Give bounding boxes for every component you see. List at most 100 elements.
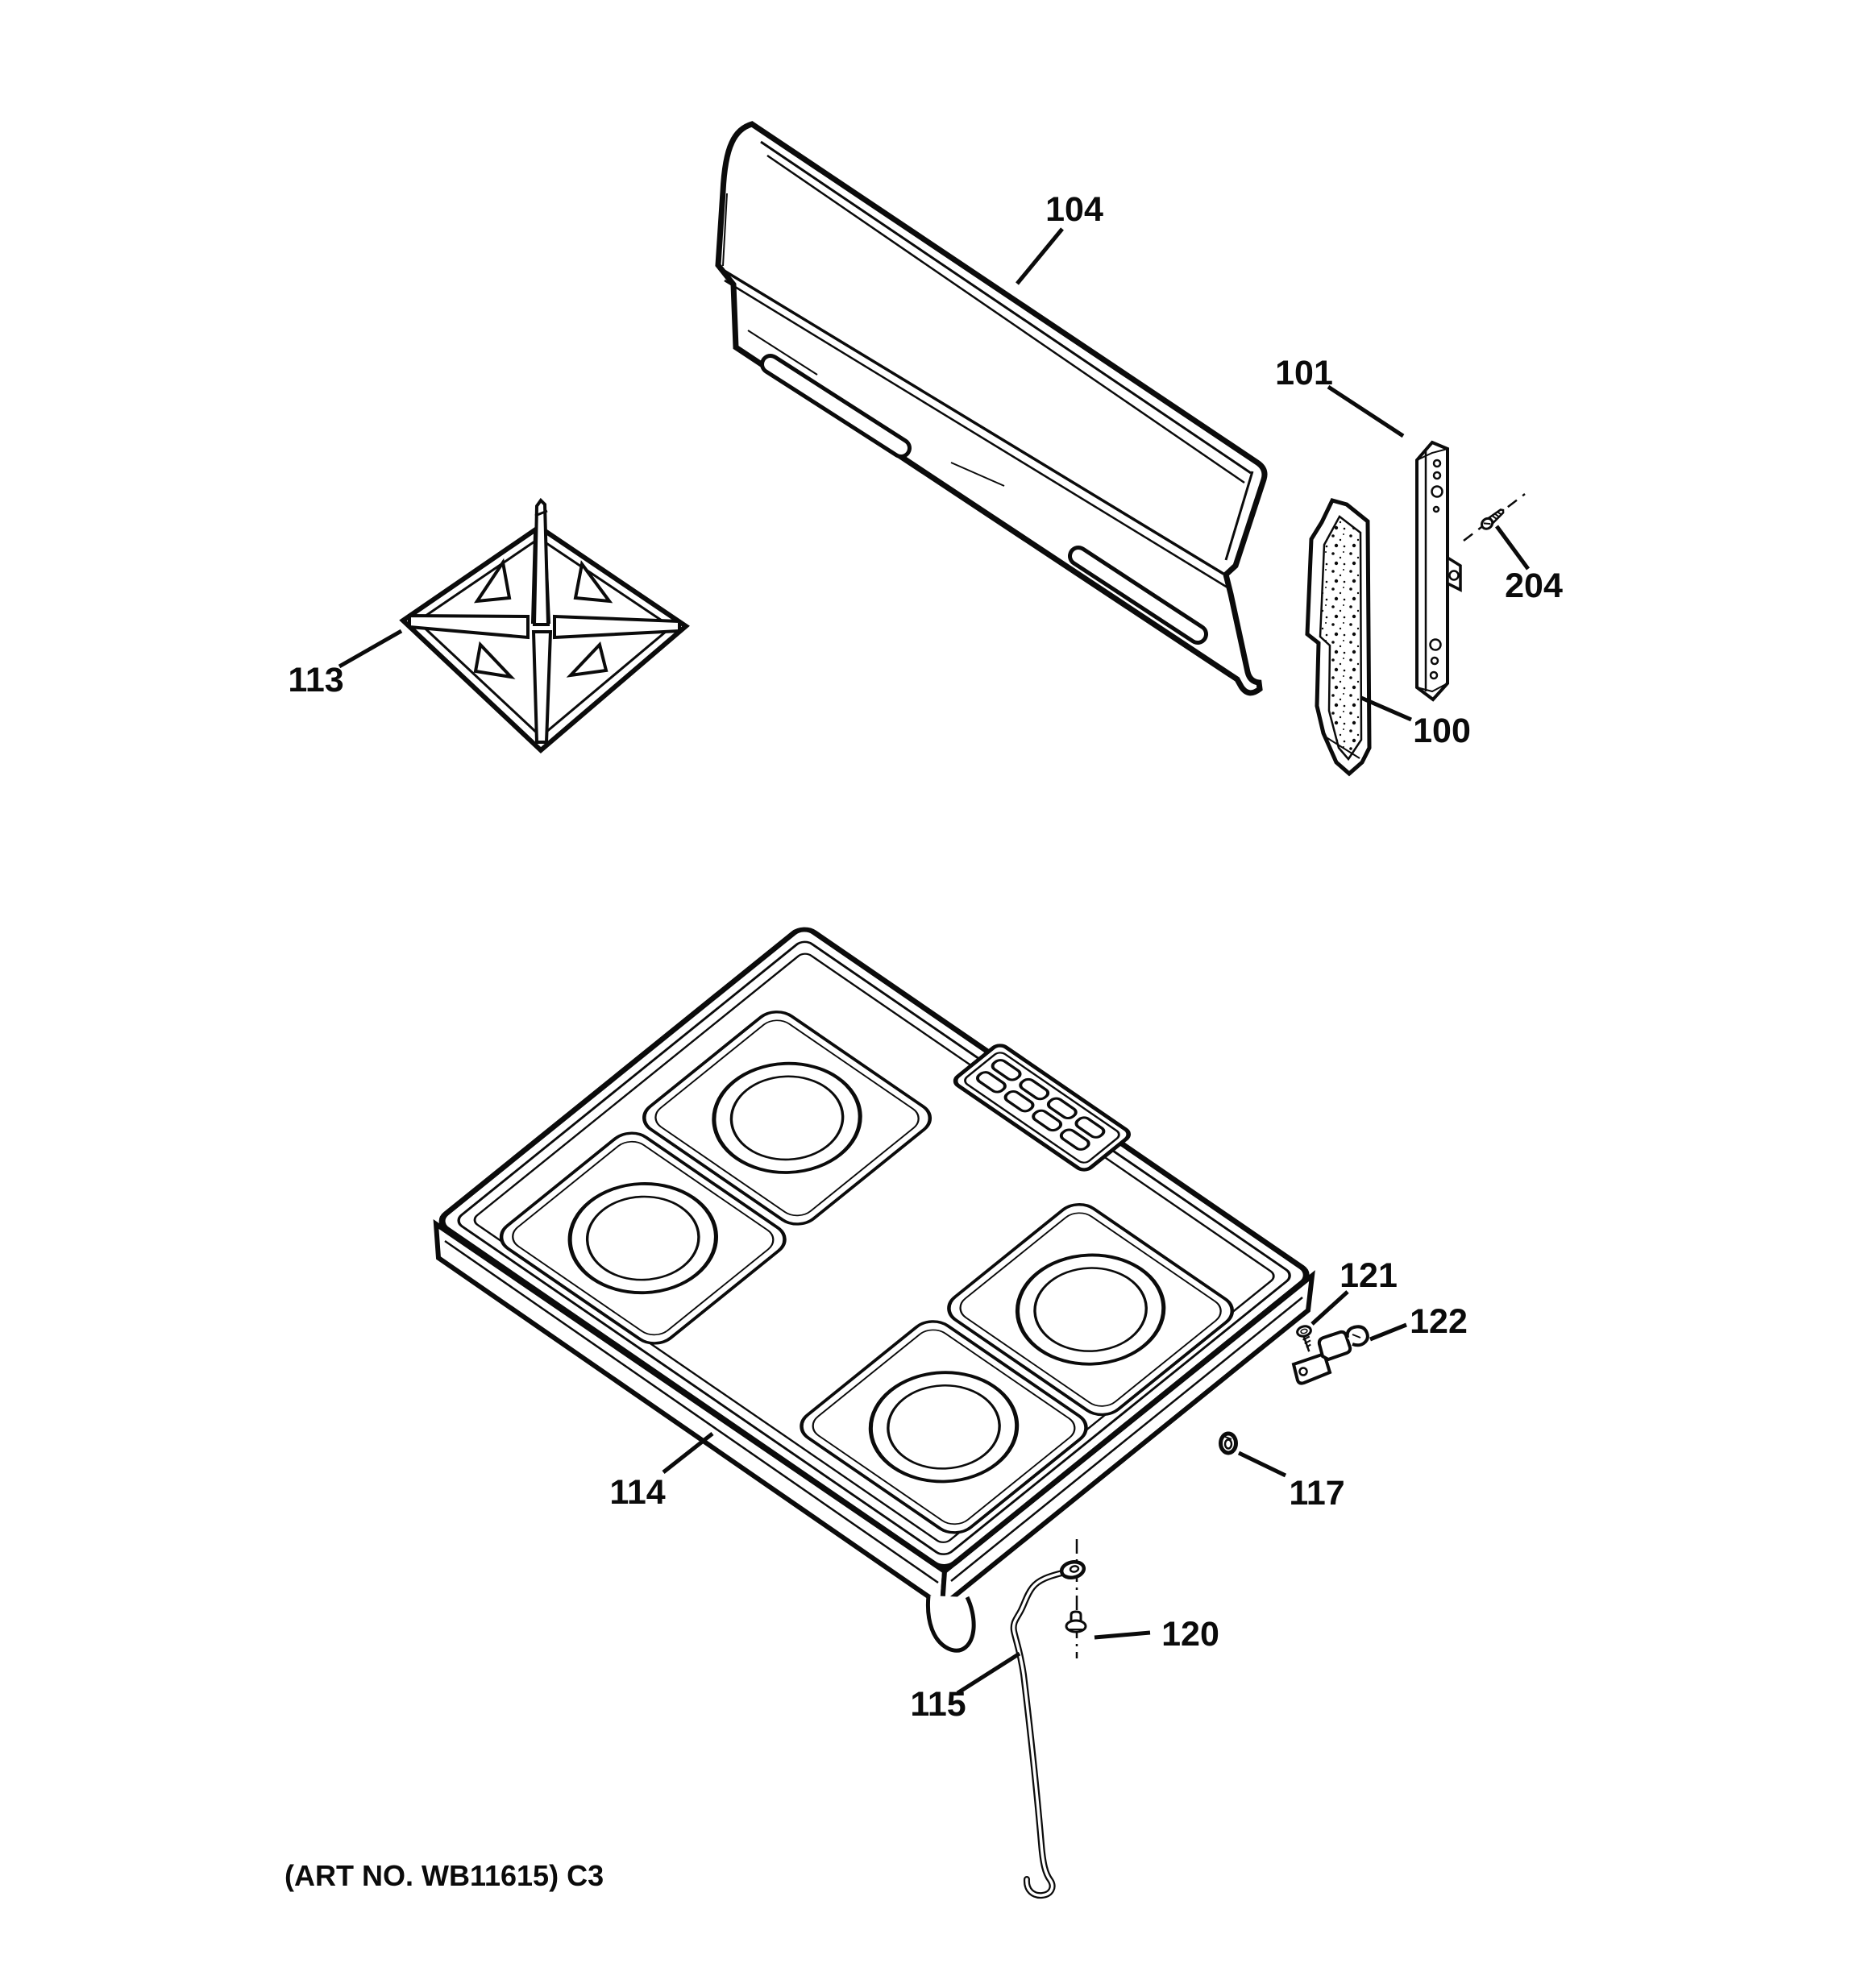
burner-panel-inner (959, 1212, 1222, 1407)
vent-slot (1074, 1116, 1106, 1139)
burner-panel-inner (812, 1329, 1076, 1525)
vent-grille-inner (964, 1052, 1120, 1164)
burner-panel (642, 1011, 932, 1226)
art-number-note: (ART NO. WB11615) C3 (285, 1859, 604, 1892)
leader-line-114 (662, 1432, 714, 1474)
vent-slot (991, 1059, 1022, 1081)
screw-thread (1496, 511, 1503, 516)
callout-115: 115 (910, 1651, 1021, 1724)
backsplash-slot (1068, 546, 1208, 645)
face-hairline (444, 1239, 939, 1584)
leader-line-101 (1327, 384, 1405, 438)
burner-panel (947, 1203, 1235, 1417)
leader-line-204 (1494, 525, 1531, 571)
callout-label-120: 120 (1161, 1615, 1219, 1654)
leader-line-115 (956, 1651, 1021, 1695)
apron-hairline (950, 462, 1005, 487)
burner-ring (1015, 1253, 1166, 1366)
channel-top-edge (1416, 448, 1448, 461)
screw-thread (1306, 1343, 1311, 1348)
nut-117-drawing (1219, 1431, 1238, 1455)
mounting-hole (1432, 471, 1442, 480)
end-fold-line (1229, 593, 1248, 670)
vent-slot (1059, 1128, 1090, 1151)
leader-line-100 (1360, 695, 1412, 722)
screw-head (1296, 1325, 1312, 1338)
burner-ring-inner (887, 1384, 1001, 1470)
burner-ring (712, 1061, 862, 1174)
screw-head-detail (1300, 1328, 1308, 1334)
bracket-hook-detail (1352, 1334, 1361, 1338)
tab-hole (1448, 570, 1460, 581)
screw-thread (1493, 513, 1501, 518)
leader-line-113 (338, 629, 403, 669)
callout-113: 113 (288, 629, 403, 699)
burner-recess-back-left (642, 1011, 932, 1226)
screw-thread (1304, 1339, 1311, 1345)
callout-label-122: 122 (1410, 1302, 1468, 1341)
callout-label-100: 100 (1413, 712, 1471, 750)
callout-label-104: 104 (1045, 190, 1103, 229)
callout-label-101: 101 (1275, 354, 1333, 392)
backsplash-slot (760, 354, 912, 459)
screw-120-drawing (1065, 1610, 1087, 1633)
vent-slot (1032, 1109, 1063, 1132)
trim-textured-face (1319, 515, 1363, 762)
screw-thread (1302, 1335, 1310, 1341)
leader-line-122 (1369, 1322, 1407, 1342)
rod-highlight (1011, 1571, 1067, 1897)
burner-panel (499, 1131, 787, 1345)
callout-label-121: 121 (1340, 1256, 1398, 1295)
hem-crease-line (766, 154, 1245, 484)
callout-104: 104 (1016, 190, 1103, 285)
callout-121: 121 (1310, 1256, 1398, 1326)
leader-line-121 (1310, 1290, 1349, 1326)
screw-thread (1491, 514, 1498, 521)
mid-fold-line (724, 279, 1228, 589)
mounting-hole (1432, 459, 1442, 468)
callout-114: 114 (609, 1432, 714, 1512)
maintop-drawing (433, 927, 1315, 1653)
burner-panel-inner (654, 1019, 920, 1217)
mounting-hole (1429, 670, 1439, 680)
leader-line-120 (1094, 1630, 1151, 1640)
callout-204: 204 (1494, 525, 1563, 605)
vent-slot (1046, 1097, 1078, 1120)
burner-recess-front-right (800, 1320, 1088, 1534)
mid-fold-line (718, 266, 1224, 575)
vent-slot (1019, 1077, 1050, 1101)
screw-121-drawing (1296, 1325, 1312, 1352)
vent-slot (975, 1071, 1007, 1094)
callout-label-114: 114 (609, 1473, 665, 1512)
face-hairline (950, 1297, 1303, 1582)
mounting-hole (1431, 485, 1443, 498)
trim-foot-line (1324, 736, 1360, 759)
vent-grille (953, 1044, 1132, 1172)
callout-120: 120 (1094, 1615, 1219, 1654)
burner-ring-inner (729, 1075, 845, 1161)
rod-115-drawing (1010, 1539, 1086, 1899)
mounting-hole (1432, 505, 1440, 513)
leader-line-104 (1016, 227, 1064, 285)
burner-panel (800, 1320, 1088, 1534)
callouts: 104 101 204 100 113 114 121 122 (288, 190, 1563, 1724)
callout-label-115: 115 (910, 1685, 966, 1724)
grate-fin (473, 641, 516, 679)
bracket-122-drawing (1291, 1325, 1369, 1385)
callout-label-204: 204 (1505, 567, 1563, 605)
grate-fin (473, 558, 512, 604)
rod-eyelet-hole (1069, 1565, 1080, 1573)
grate-post-tick (534, 509, 548, 517)
vent-slot (1003, 1089, 1035, 1113)
bracket-body (1317, 1330, 1352, 1362)
burner-ring-inner (585, 1195, 700, 1281)
grate-fin (566, 641, 609, 678)
grate-fin (573, 560, 613, 604)
burner-recess-back-right (947, 1203, 1235, 1417)
mounting-hole (1430, 656, 1439, 666)
nut-detail (1224, 1436, 1232, 1440)
burner-ring (868, 1371, 1020, 1484)
channel-bottom-edge (1416, 683, 1448, 693)
